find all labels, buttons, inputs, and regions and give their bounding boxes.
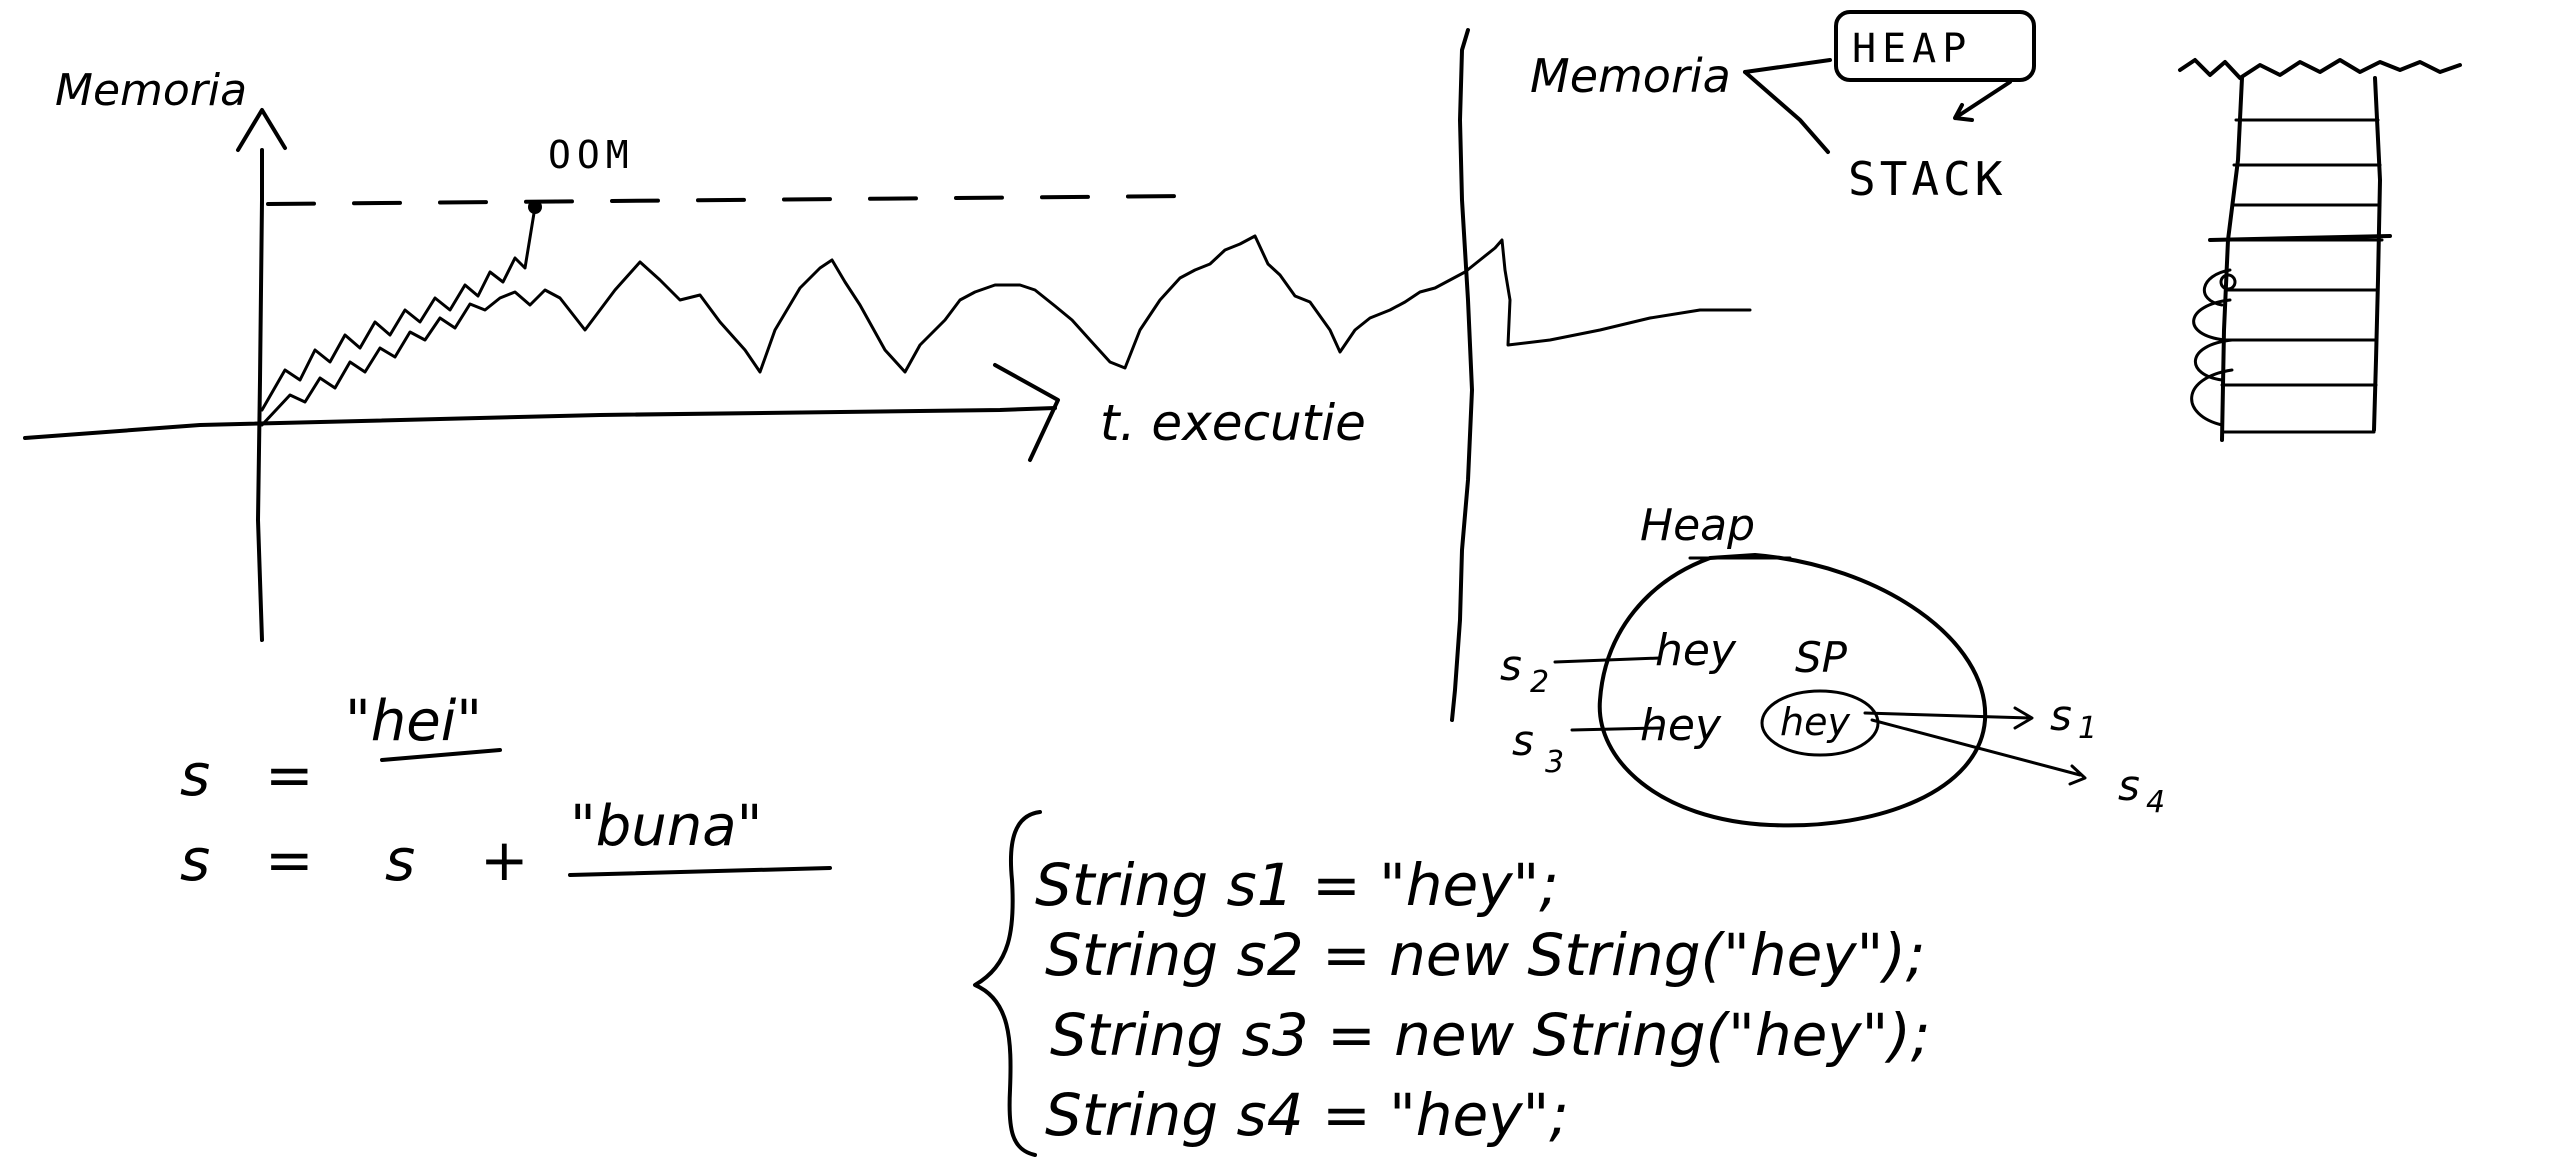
code-left-brace <box>973 810 1042 1157</box>
assign-1-underline <box>380 748 502 762</box>
stack-label: STACK <box>1848 152 2006 206</box>
ref-s4: s <box>2118 761 2140 810</box>
memory-time-graph: Memoria t. executie OOM <box>23 65 1752 642</box>
heap-outline <box>1597 553 1988 828</box>
assign-1-lhs: s <box>180 741 210 809</box>
heap-box <box>1834 10 2036 82</box>
stack-pointer-dot <box>2219 273 2237 291</box>
graph-y-axis-label: Memoria <box>55 65 247 116</box>
graph-x-axis-arrowhead <box>993 363 1060 462</box>
memory-gc-curve <box>260 234 1752 427</box>
string-pool-label: SP <box>1795 633 1848 682</box>
assign-2-plus: + <box>480 826 529 894</box>
section-divider-brace <box>1450 28 1474 722</box>
graph-x-axis-label: t. executie <box>1100 394 1366 452</box>
ref-s4-sub: 4 <box>2146 785 2165 820</box>
heap-box-label: HEAP <box>1852 26 1972 72</box>
java-code-block: String s1 = "hey"; String s2 = new Strin… <box>973 810 1930 1157</box>
ref-s2: s <box>1500 641 1522 690</box>
memory-to-heap-line <box>1743 58 1832 74</box>
stack-frame-marker <box>2208 234 2392 242</box>
code-line-4: String s4 = "hey"; <box>1045 1081 1569 1149</box>
stack-top-edge <box>2178 58 2462 80</box>
memory-leak-curve <box>260 205 537 412</box>
graph-x-axis <box>23 406 1057 440</box>
heap-object-hey-2: hey <box>1640 700 1722 751</box>
graph-y-axis <box>256 148 264 642</box>
ref-s1: s <box>2050 691 2072 740</box>
ref-s3: s <box>1512 716 1534 765</box>
memory-split-diagram: Memoria HEAP STACK <box>1530 10 2036 206</box>
stack-right-edge <box>2372 76 2382 432</box>
ref-s2-arrow <box>1553 656 1662 664</box>
ref-s3-arrow <box>1570 726 1662 732</box>
assign-2-lhs: s <box>180 826 210 894</box>
code-line-2: String s2 = new String("hey"); <box>1045 921 1925 989</box>
memory-split-root: Memoria <box>1530 49 1731 103</box>
assign-2-rhs: s <box>385 826 415 894</box>
ref-s3-sub: 3 <box>1545 745 1564 780</box>
oom-limit-line <box>266 194 1187 206</box>
assign-2-value: "buna" <box>570 794 762 859</box>
code-line-1: String s1 = "hey"; <box>1035 851 1559 919</box>
pool-to-s1-arrow <box>1863 706 2034 730</box>
assign-1-value: "hei" <box>345 689 482 754</box>
code-line-3: String s3 = new String("hey"); <box>1050 1001 1930 1069</box>
heap-title: Heap <box>1640 500 1755 551</box>
assign-2-eq: = <box>265 826 314 894</box>
ref-s2-sub: 2 <box>1530 665 1549 700</box>
oom-label: OOM <box>548 133 635 177</box>
memory-to-stack-line <box>1743 70 1830 154</box>
assign-2-underline <box>568 866 832 877</box>
string-assignments: s = "hei" s = s + "buna" <box>180 689 832 894</box>
heap-object-hey-1: hey <box>1655 625 1737 676</box>
stack-frame-lines <box>2220 118 2384 434</box>
heap-to-stack-arrow <box>1953 80 2012 122</box>
stack-drawing <box>2178 58 2462 442</box>
stack-call-arrows <box>2190 268 2234 427</box>
graph-y-axis-arrowhead <box>236 108 287 152</box>
heap-object-hey-pool: hey <box>1780 700 1850 744</box>
pool-to-s4-arrow <box>1870 718 2087 786</box>
heap-string-pool-diagram: Heap s 2 hey SP s 3 hey hey s 1 s 4 <box>1500 500 2165 828</box>
ref-s1-sub: 1 <box>2078 711 2097 746</box>
assign-1-eq: = <box>265 741 314 809</box>
